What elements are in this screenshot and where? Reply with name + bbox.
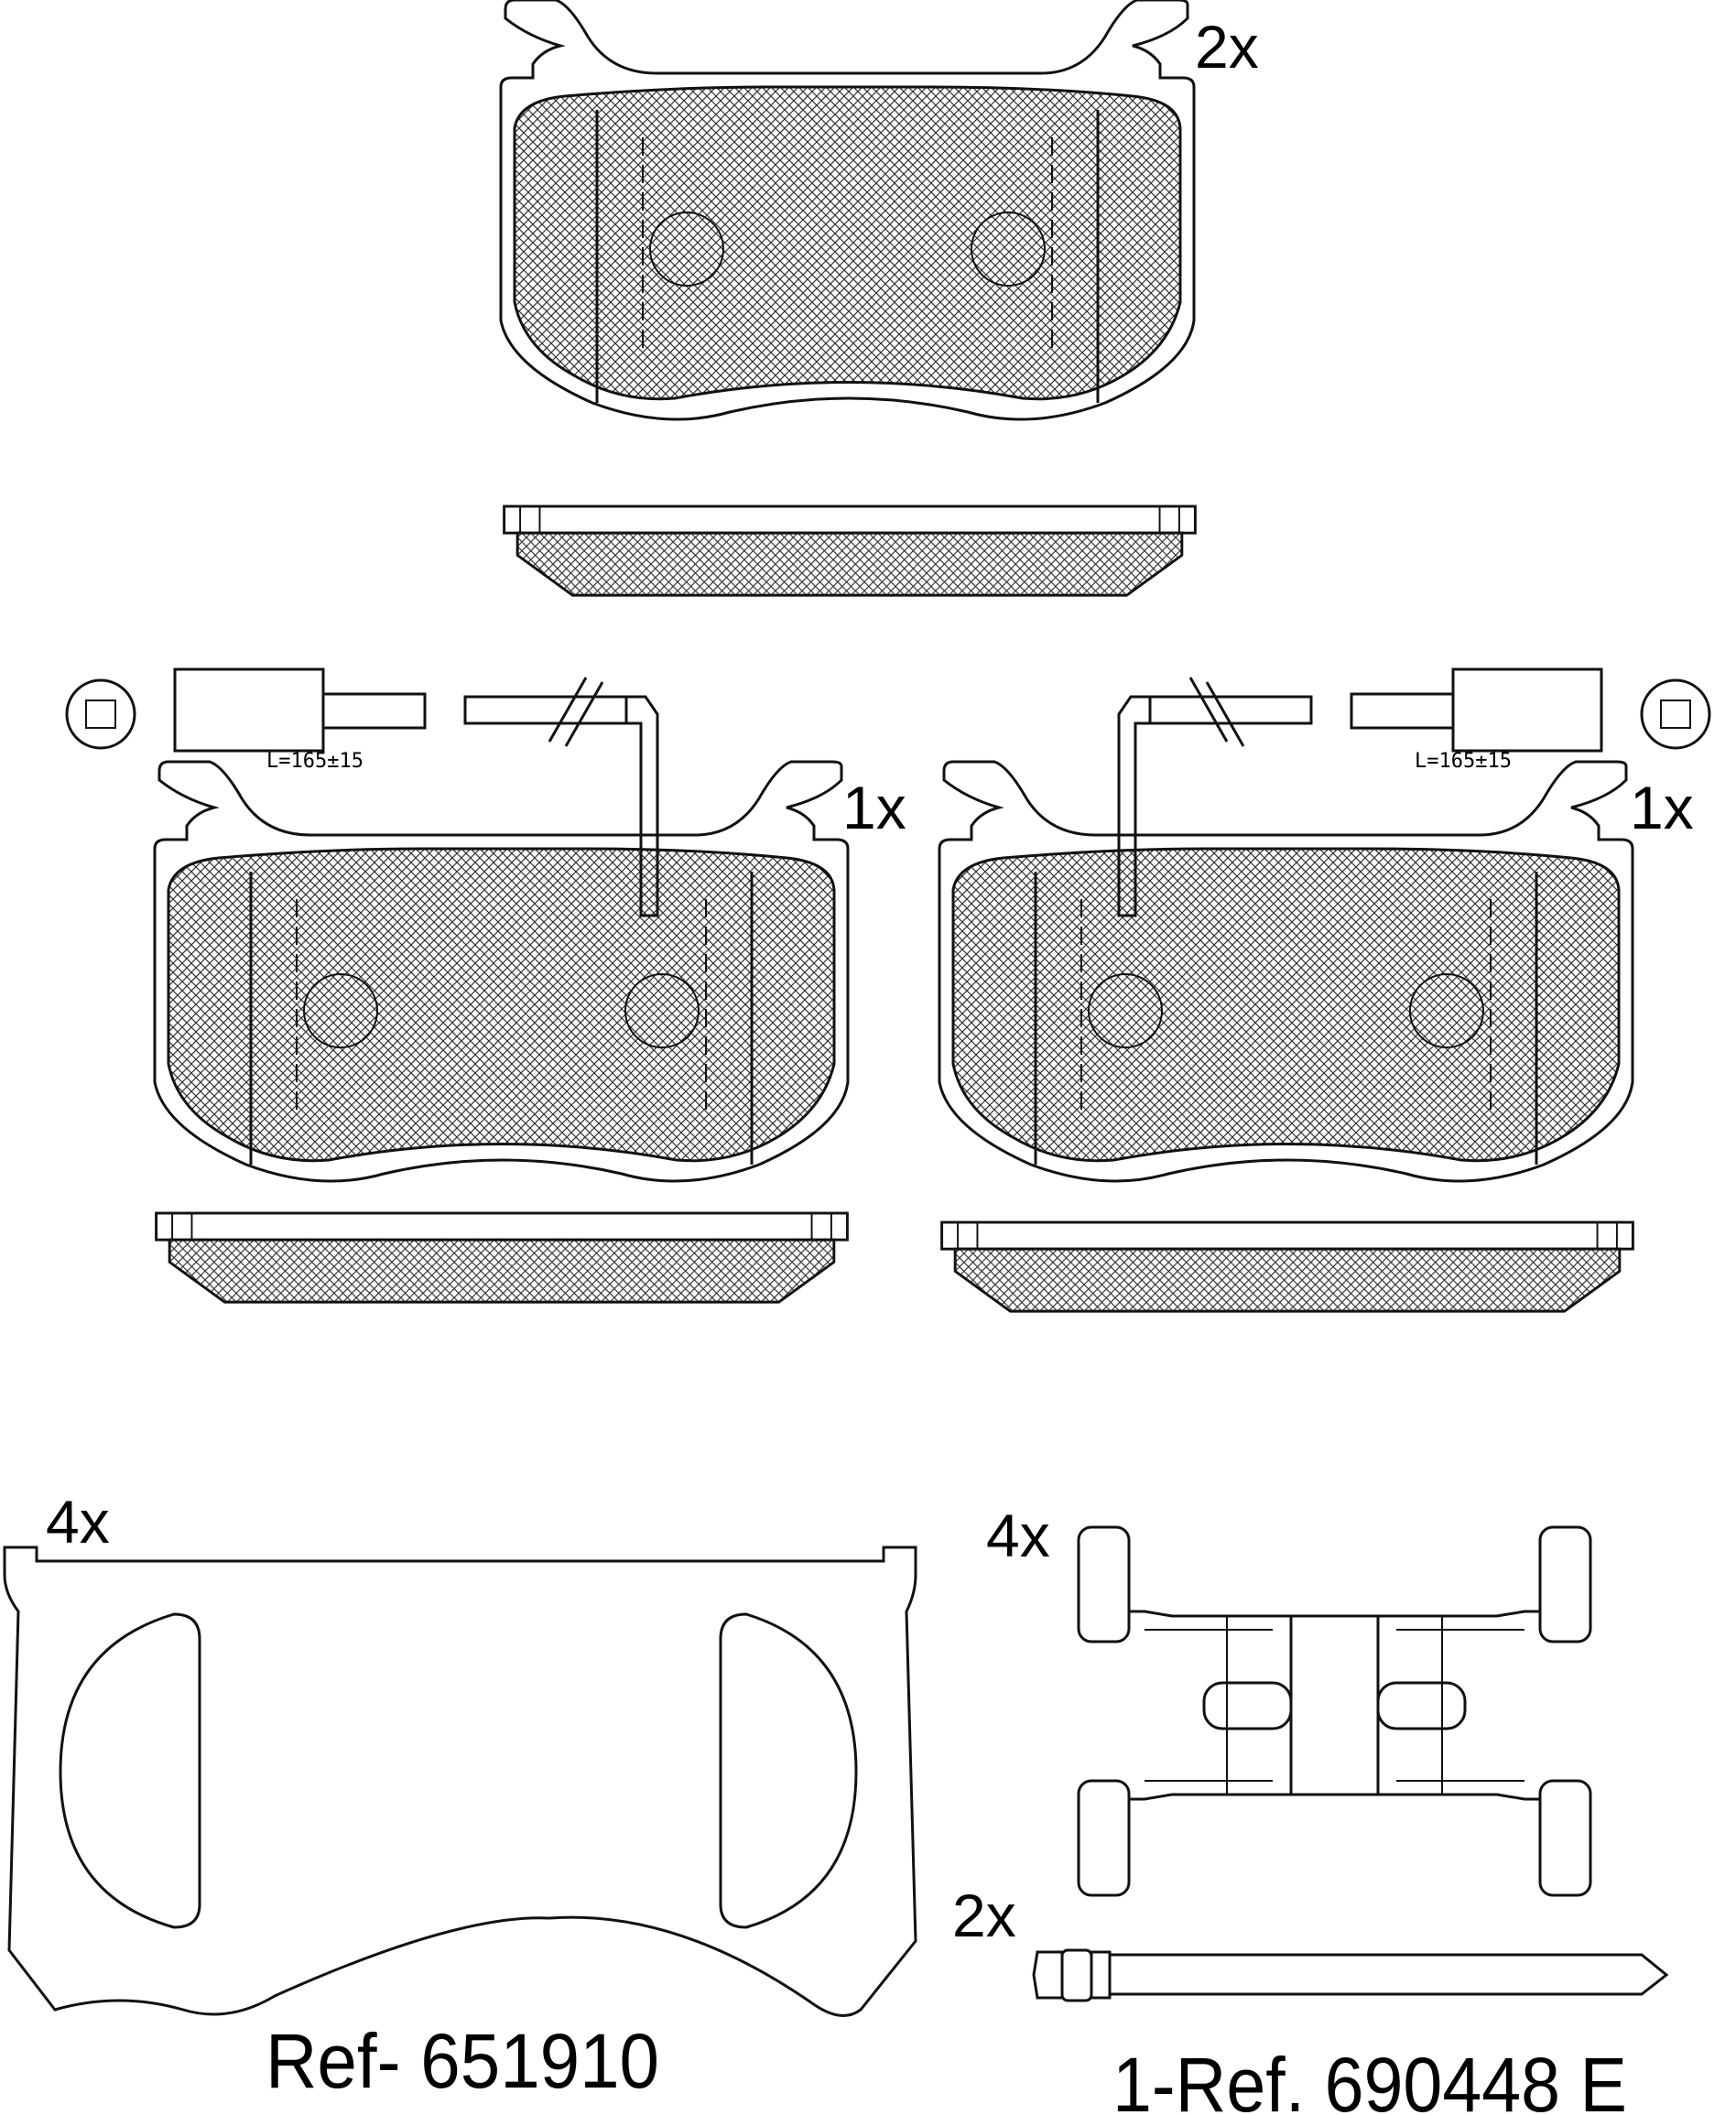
- shim-reference: Ref- 651910: [266, 2018, 659, 2104]
- right-wire-length: L=165±15: [1415, 750, 1512, 773]
- connector-plug-icon: [1640, 678, 1711, 750]
- top-pad-quantity: 2x: [1195, 13, 1259, 81]
- right-pad-quantity: 1x: [1630, 774, 1694, 841]
- clip-quantity: 4x: [986, 1502, 1050, 1569]
- pin-quantity: 2x: [952, 1882, 1016, 1949]
- connector-plug-icon: [65, 678, 136, 750]
- kit-reference: 1-Ref. 690448 E: [1112, 2042, 1627, 2115]
- retaining-clip: [1077, 1525, 1592, 1897]
- shim-quantity: 4x: [46, 1488, 110, 1556]
- guide-pin: [1032, 1948, 1669, 2002]
- top-brake-pad: [499, 0, 1197, 597]
- left-brake-pad-with-sensor: [65, 667, 850, 1304]
- anti-noise-shim: [3, 1546, 917, 2017]
- right-brake-pad-with-sensor: [938, 667, 1711, 1313]
- left-wire-length: L=165±15: [266, 750, 363, 773]
- left-pad-quantity: 1x: [842, 774, 906, 841]
